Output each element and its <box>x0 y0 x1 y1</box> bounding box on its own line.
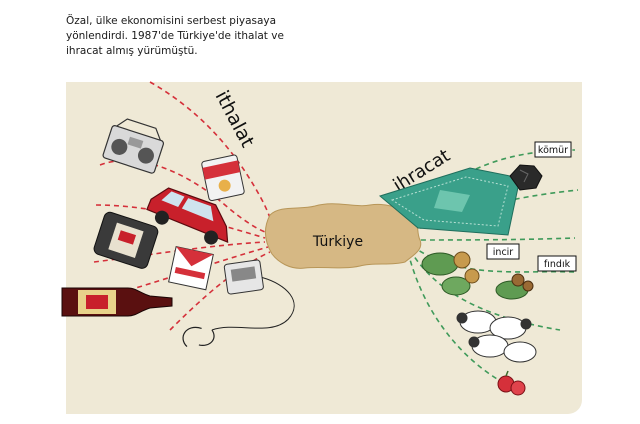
tag-komur-label: kömür <box>538 145 568 156</box>
caption-line-1: Özal, ülke ekonomisini serbest piyasaya <box>66 15 277 27</box>
red-car-icon <box>146 187 229 245</box>
carpet-icon <box>378 167 521 236</box>
cigarette-can-icon <box>93 211 159 269</box>
radio-cassette-player-icon <box>102 118 165 174</box>
caption-text: Özal, ülke ekonomisini serbest piyasaya … <box>66 14 366 59</box>
tag-incir: incir <box>486 243 520 260</box>
cigarette-pack-icon <box>168 246 214 291</box>
tag-findik: fındık <box>537 255 577 272</box>
turkey-map-shape <box>265 203 422 269</box>
walkman-icon <box>182 259 295 348</box>
soup-can-icon <box>201 154 245 202</box>
tag-findik-label: fındık <box>544 259 571 270</box>
sheep-icon <box>456 310 537 363</box>
import-label: ithalat <box>211 87 259 151</box>
turkey-label: Türkiye <box>312 234 363 250</box>
turkey-map: Türkiye <box>265 203 422 269</box>
coal-icon <box>509 164 543 191</box>
import-line-low <box>169 251 271 331</box>
caption-line-2: yönlendirdi. 1987'de Türkiye'de ithalat … <box>66 30 284 42</box>
whisky-bottle-icon <box>61 287 173 317</box>
caption-line-3: ihracat almış yürümüştü. <box>66 45 198 57</box>
tag-komur: kömür <box>534 141 572 158</box>
tag-incir-label: incir <box>493 247 514 258</box>
apples-icon <box>497 370 526 396</box>
figs-icon <box>421 251 480 296</box>
hazelnuts-icon <box>495 273 534 300</box>
export-line-figs <box>411 237 576 241</box>
